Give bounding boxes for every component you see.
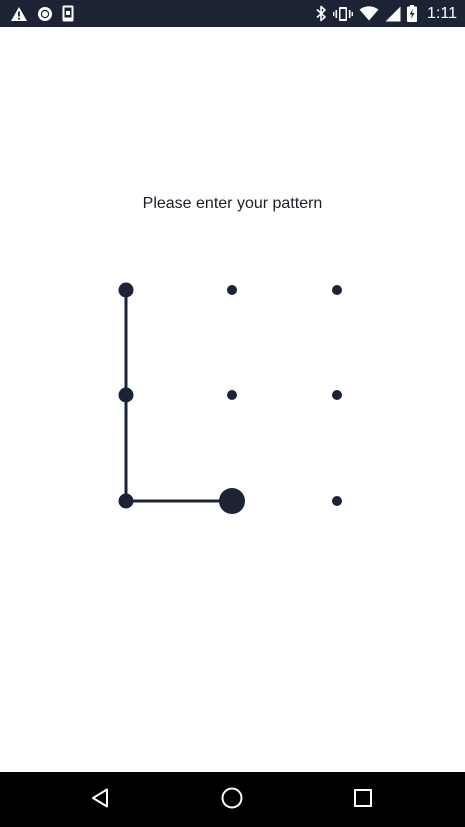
pattern-path (124, 288, 234, 503)
status-right-icons: 1:11 (315, 4, 457, 23)
vibrate-icon (333, 6, 354, 22)
status-left-icons (10, 4, 74, 23)
status-bar: 1:11 (0, 0, 465, 27)
record-icon (37, 6, 53, 22)
pattern-dot-6[interactable] (332, 390, 342, 400)
pattern-dots (118, 282, 342, 514)
pattern-prompt: Please enter your pattern (142, 195, 323, 212)
pattern-dot-7[interactable] (118, 493, 134, 509)
pattern-dot-8[interactable] (219, 488, 245, 514)
back-icon (90, 787, 112, 814)
home-icon (220, 786, 244, 815)
pattern-dot-9[interactable] (332, 496, 342, 506)
pattern-dot-4[interactable] (118, 387, 134, 403)
pattern-dot-3[interactable] (332, 285, 342, 295)
pattern-dot-1[interactable] (118, 282, 134, 298)
pattern-dot-2[interactable] (227, 285, 237, 295)
bluetooth-icon (315, 5, 327, 22)
warning-icon (10, 6, 28, 22)
signal-icon (385, 6, 401, 22)
home-button[interactable] (214, 782, 250, 818)
back-button[interactable] (83, 782, 119, 818)
navigation-bar (0, 772, 465, 827)
battery-icon (407, 5, 418, 22)
wifi-icon (359, 6, 379, 21)
device-icon (62, 5, 74, 22)
pattern-dot-5[interactable] (227, 390, 237, 400)
recents-icon (353, 788, 373, 813)
status-time: 1:11 (427, 5, 457, 22)
recents-button[interactable] (345, 782, 381, 818)
